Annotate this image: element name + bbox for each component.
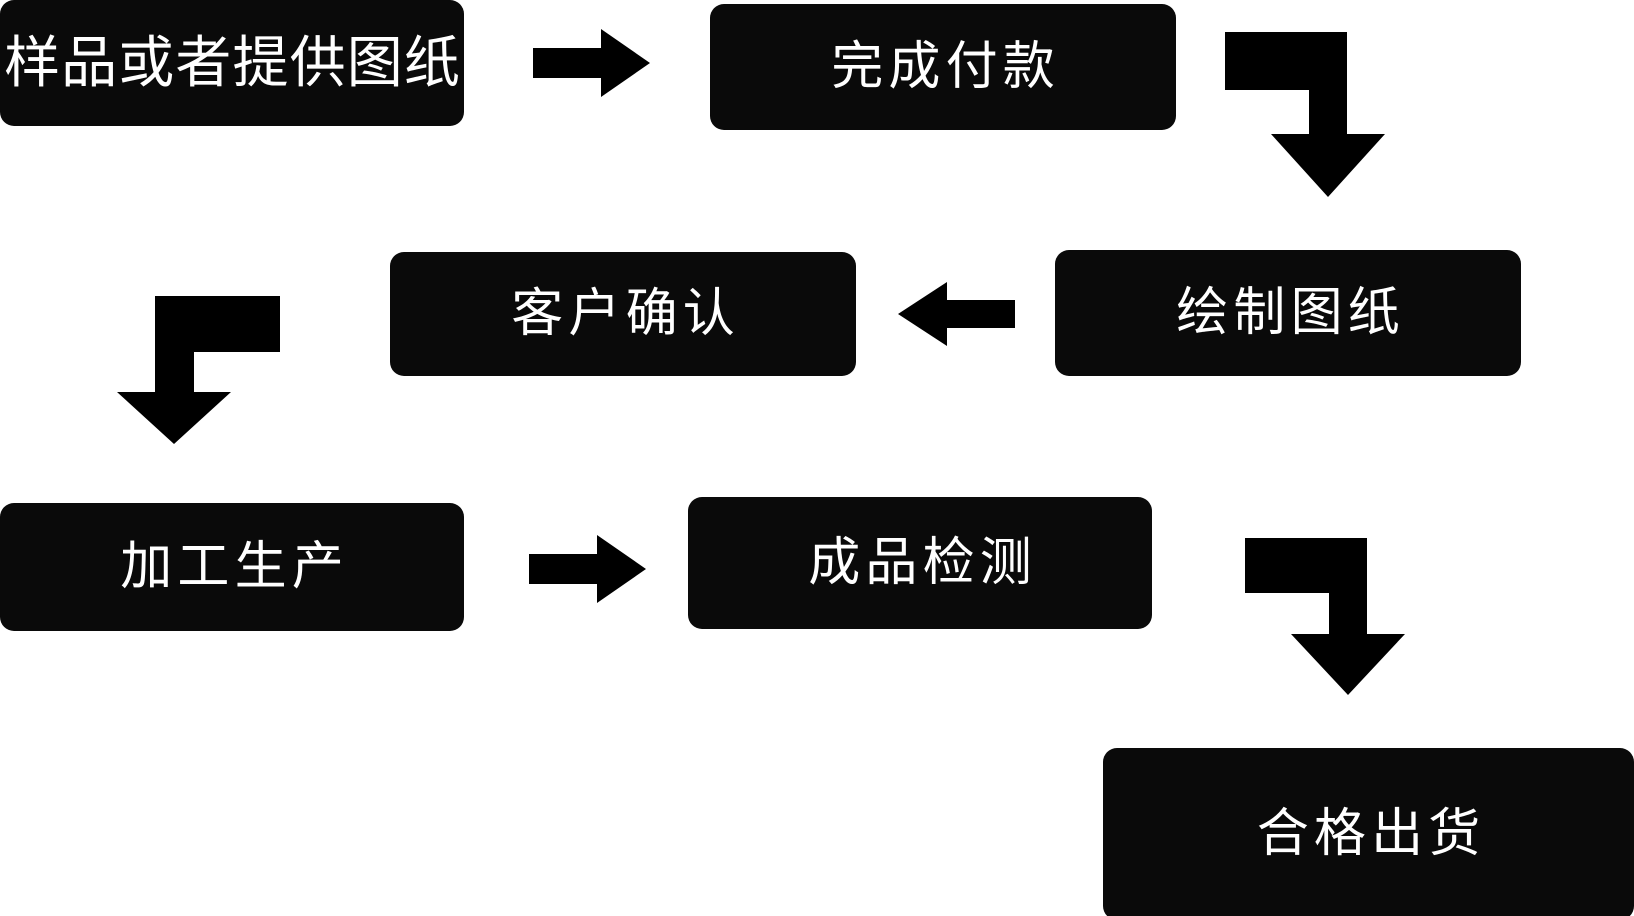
arrow-right-icon-production-to-inspection [529,535,646,603]
flow-node-production[interactable]: 加工生产 [0,503,464,631]
flow-node-drawing[interactable]: 绘制图纸 [1055,250,1521,376]
arrow-elbow-right-down-icon-inspection-to-shipping [1245,538,1405,695]
flow-node-drawing-label: 绘制图纸 [1176,284,1405,342]
flow-node-confirm[interactable]: 客户确认 [390,252,856,376]
arrow-left-icon-drawing-to-confirm [898,282,1015,346]
arrow-elbow-right-down-icon-payment-to-drawing [1225,32,1385,197]
flow-node-payment-label: 完成付款 [831,38,1060,96]
flow-node-inspection[interactable]: 成品检测 [688,497,1152,629]
flow-node-production-label: 加工生产 [120,538,349,596]
flow-node-sample-label: 样品或者提供图纸 [4,31,462,94]
flow-node-sample[interactable]: 样品或者提供图纸 [0,0,464,126]
arrow-right-icon-sample-to-payment [533,29,650,97]
flow-node-inspection-label: 成品检测 [808,534,1037,592]
arrow-elbow-left-down-icon-confirm-to-production [117,296,280,444]
flow-node-shipping[interactable]: 合格出货 [1103,748,1634,916]
flow-node-payment[interactable]: 完成付款 [710,4,1176,130]
flow-node-confirm-label: 客户确认 [511,285,740,343]
flow-node-shipping-label: 合格出货 [1256,805,1486,863]
